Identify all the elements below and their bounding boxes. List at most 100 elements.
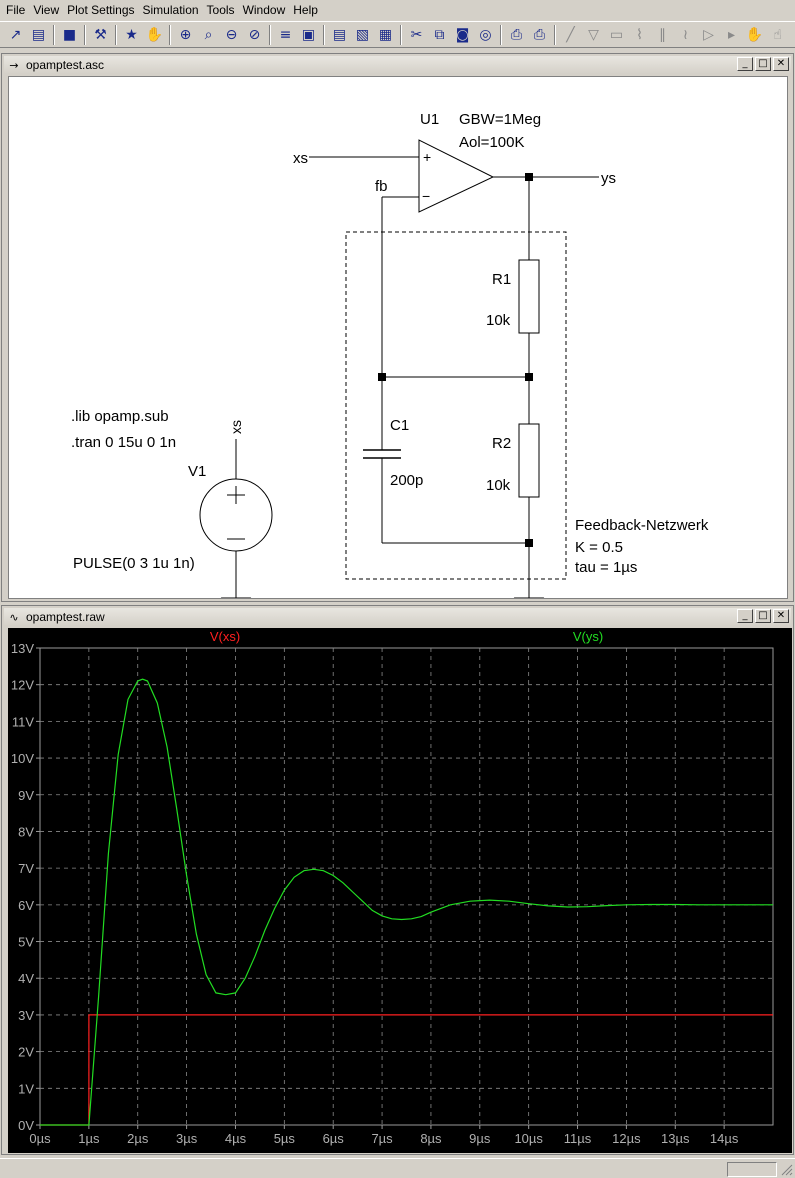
autorange-icon[interactable]: ≡ [279, 26, 292, 43]
save-icon[interactable]: ■ [62, 26, 77, 43]
net-label-fb[interactable]: fb [375, 178, 388, 195]
toolbar-separator [169, 24, 171, 45]
r1-value[interactable]: 10k [486, 312, 511, 329]
net-label-v1-xs[interactable]: xs [228, 420, 244, 434]
cascade-icon[interactable]: ▧ [355, 26, 370, 43]
move-icon[interactable]: ✋ [745, 26, 764, 43]
series-line-vys[interactable] [40, 678, 773, 1126]
c1-name[interactable]: C1 [390, 417, 409, 434]
x-tick-label: 3µs [176, 1131, 198, 1146]
feedback-k[interactable]: K = 0.5 [575, 539, 623, 556]
menu-help[interactable]: Help [293, 3, 318, 17]
maximize-button[interactable]: □ [755, 609, 771, 623]
schematic-window-buttons: _ □ ✕ [737, 57, 789, 71]
toolbar-separator [400, 24, 402, 45]
r1-name[interactable]: R1 [492, 271, 511, 288]
maximize-button[interactable]: □ [755, 57, 771, 71]
resistor-r1[interactable] [518, 259, 540, 334]
print-icon[interactable]: ⎙ [533, 26, 546, 43]
draw-wire-icon[interactable]: ╱ [566, 26, 575, 43]
net-label-xs[interactable]: xs [293, 150, 308, 167]
x-tick-label: 10µs [514, 1131, 543, 1146]
zoom-fit-icon[interactable]: ▣ [301, 26, 316, 43]
menu-window[interactable]: Window [242, 3, 286, 17]
label-net-icon[interactable]: ▭ [609, 26, 624, 43]
x-tick-label: 4µs [225, 1131, 247, 1146]
net-label-ys[interactable]: ys [601, 170, 616, 187]
schematic-drawing: + − U1 GBW=1Meg Aol=100K xs fb ys R [71, 111, 709, 613]
u1-gbw[interactable]: GBW=1Meg [459, 111, 541, 128]
control-panel-icon[interactable]: ⚒ [94, 26, 107, 43]
zoom-cancel-icon[interactable]: ⊘ [248, 26, 261, 43]
print-preview-icon[interactable]: ⎙ [510, 26, 523, 43]
waveform-titlebar[interactable]: ∿ opamptest.raw _ □ ✕ [4, 608, 791, 626]
schematic-titlebar[interactable]: → opamptest.asc _ □ ✕ [4, 56, 791, 74]
series-line-vxs[interactable] [40, 1014, 773, 1126]
opamp-u1[interactable] [418, 139, 495, 213]
resize-grip-icon[interactable] [781, 1164, 793, 1176]
c1-value[interactable]: 200p [390, 472, 423, 489]
copy-icon[interactable]: ⧉ [434, 26, 445, 43]
y-tick-label: 5V [18, 935, 34, 950]
close-button[interactable]: ✕ [773, 609, 789, 623]
x-tick-label: 12µs [612, 1131, 641, 1146]
toolbar-separator [53, 24, 55, 45]
pan-icon[interactable]: ✋ [145, 26, 164, 43]
y-tick-label: 11V [12, 714, 34, 729]
resistor-r2[interactable] [518, 423, 540, 498]
component-icon[interactable]: ▸ [727, 26, 736, 43]
feedback-title[interactable]: Feedback-Netzwerk [575, 517, 709, 534]
new-schematic-icon[interactable]: ↗ [9, 26, 22, 43]
schematic-canvas[interactable]: + − U1 GBW=1Meg Aol=100K xs fb ys R [8, 76, 788, 613]
zoom-out-icon[interactable]: ⊖ [225, 26, 238, 43]
resistor-icon[interactable]: ⌇ [636, 26, 643, 43]
legend-entry[interactable]: V(xs) [210, 629, 240, 644]
junction-output [525, 173, 533, 181]
feedback-tau[interactable]: tau = 1µs [575, 559, 637, 576]
y-tick-label: 2V [18, 1045, 34, 1060]
voltage-source-v1[interactable] [199, 478, 273, 552]
open-icon[interactable]: ▤ [31, 26, 46, 43]
minimize-button[interactable]: _ [737, 609, 753, 623]
opamp-plus: + [423, 149, 431, 165]
capacitor-c1[interactable] [363, 449, 401, 459]
cut-icon[interactable]: ✂ [410, 26, 423, 43]
menu-plot-settings[interactable]: Plot Settings [67, 3, 135, 17]
zoom-rect-icon[interactable]: ⌕ [204, 26, 213, 43]
run-icon[interactable]: ★ [125, 26, 138, 43]
zoom-in-icon[interactable]: ⊕ [179, 26, 192, 43]
directive-tran[interactable]: .tran 0 15u 0 1n [71, 434, 176, 451]
menu-view[interactable]: View [33, 3, 60, 17]
u1-aol[interactable]: Aol=100K [459, 134, 524, 151]
v1-name[interactable]: V1 [188, 463, 206, 480]
toolbar-separator [84, 24, 86, 45]
menu-simulation[interactable]: Simulation [142, 3, 199, 17]
x-tick-label: 6µs [323, 1131, 345, 1146]
y-tick-label: 1V [18, 1081, 34, 1096]
minimize-button[interactable]: _ [737, 57, 753, 71]
r2-name[interactable]: R2 [492, 435, 511, 452]
drag-icon[interactable]: ☝ [773, 26, 782, 43]
legend-entry[interactable]: V(ys) [573, 629, 603, 644]
find-icon[interactable]: ◎ [479, 26, 492, 43]
u1-name[interactable]: U1 [420, 111, 439, 128]
capacitor-icon[interactable]: ∥ [659, 26, 666, 43]
y-tick-label: 8V [18, 824, 34, 839]
y-tick-label: 3V [18, 1008, 34, 1023]
ground-icon[interactable]: ▽ [588, 26, 599, 43]
paste-icon[interactable]: ◙ [455, 26, 470, 43]
toolbar-separator [269, 24, 271, 45]
close-button[interactable]: ✕ [773, 57, 789, 71]
diode-icon[interactable]: ▷ [703, 26, 714, 43]
tile-horizontal-icon[interactable]: ▤ [332, 26, 347, 43]
inductor-icon[interactable]: ≀ [682, 26, 689, 43]
r2-value[interactable]: 10k [486, 477, 511, 494]
toolbar-separator [500, 24, 502, 45]
tile-icon[interactable]: ▦ [378, 26, 393, 43]
v1-value[interactable]: PULSE(0 3 1u 1n) [73, 555, 195, 572]
menu-file[interactable]: File [6, 3, 26, 17]
menu-tools[interactable]: Tools [206, 3, 235, 17]
directive-lib[interactable]: .lib opamp.sub [71, 408, 169, 425]
